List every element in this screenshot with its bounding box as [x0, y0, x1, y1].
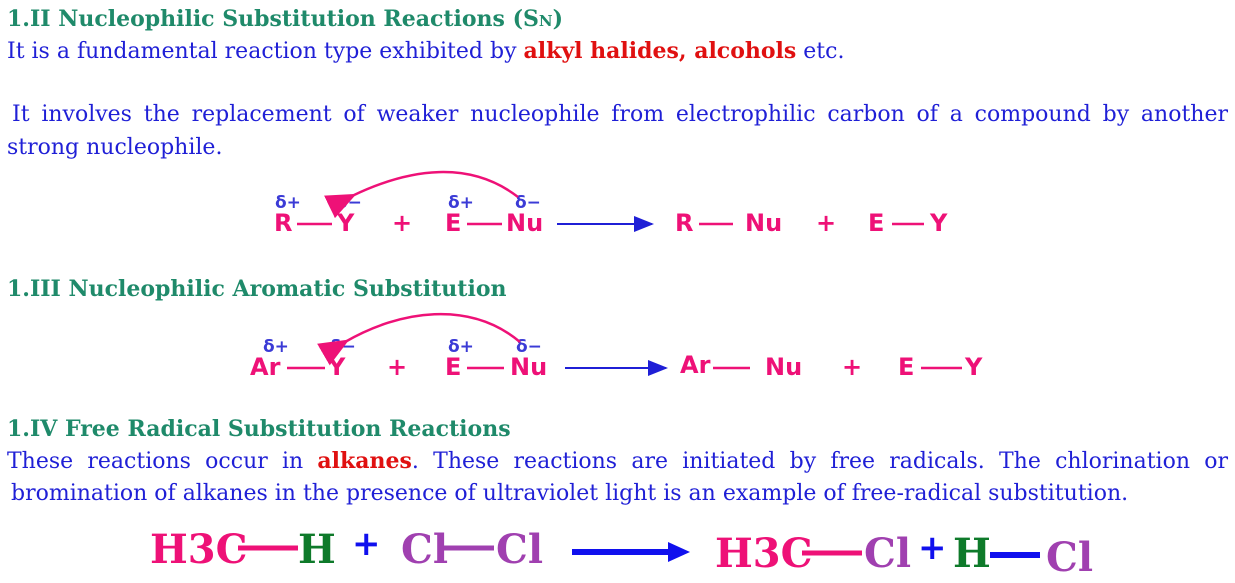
eq1-product-nu: Nu — [745, 209, 783, 237]
eq3-product-cl: Cl — [864, 530, 912, 577]
paragraph-replacement-line1: It involves the replacement of weaker nu… — [12, 102, 1228, 127]
eq3-arrow-head — [668, 542, 690, 562]
eq1-curved-arrow — [324, 170, 519, 219]
eq1-product-y: Y — [930, 209, 948, 237]
eq3-product-h3c: H3C — [715, 530, 812, 577]
eq3-plus2: + — [918, 528, 947, 568]
eq1-r: R — [274, 209, 293, 237]
eq3-h3c: H3C — [150, 526, 247, 573]
eq1-e: E — [445, 209, 462, 237]
eq3-product-h: H — [953, 530, 991, 577]
line1-text: These reactions occur in — [7, 449, 318, 474]
eq1-plus: + — [392, 209, 413, 237]
eq3-sub3: 3 — [187, 526, 216, 573]
eq3-hydrogen: H — [298, 526, 336, 573]
paragraph-alkanes-line1: These reactions occur in alkanes. These … — [7, 448, 1228, 474]
delta-plus-3: δ+ — [263, 337, 289, 357]
eq2-product-ar: Ar — [680, 351, 711, 379]
eq3-cl2: Cl — [496, 526, 544, 573]
delta-plus-2: δ+ — [448, 193, 474, 213]
section-title-free-radical: 1.IV Free Radical Substitution Reactions — [7, 416, 511, 442]
eq2-nu: Nu — [510, 353, 548, 381]
delta-minus-2: δ− — [515, 193, 541, 213]
eq2-plus2: + — [842, 353, 863, 381]
eq3-p-sub3: 3 — [752, 530, 781, 577]
eq1-product-e: E — [868, 209, 885, 237]
title-subscript: N — [538, 12, 553, 30]
delta-plus-4: δ+ — [448, 337, 474, 357]
eq3-product-cl2: Cl — [1046, 534, 1094, 581]
eq1-product-r: R — [675, 209, 694, 237]
eq3-plus: + — [352, 524, 381, 564]
paragraph-alkanes-line2: bromination of alkanes in the presence o… — [11, 481, 1129, 506]
para1-end: etc. — [796, 39, 845, 64]
eq1-plus2: + — [816, 209, 837, 237]
eq3-p-h: H — [715, 530, 753, 577]
line1-highlight: alkanes — [317, 448, 412, 474]
eq2-ar: Ar — [250, 353, 281, 381]
eq3-cl1: Cl — [401, 526, 449, 573]
para1-text: It is a fundamental reaction type exhibi… — [7, 39, 524, 64]
delta-plus-1: δ+ — [275, 193, 301, 213]
title-text: 1.II Nucleophilic Substitution Reactions… — [7, 6, 539, 32]
line1-end: . These reactions are initiated by free … — [411, 449, 1228, 474]
section-title-aromatic-substitution: 1.III Nucleophilic Aromatic Substitution — [7, 276, 507, 302]
paragraph-fundamental: It is a fundamental reaction type exhibi… — [7, 38, 844, 64]
title-end: ) — [552, 6, 564, 32]
eq3-h: H — [150, 526, 188, 573]
section-title-nucleophilic-substitution: 1.II Nucleophilic Substitution Reactions… — [7, 6, 563, 32]
eq2-e: E — [445, 353, 462, 381]
eq2-plus: + — [387, 353, 408, 381]
eq2-product-nu: Nu — [765, 353, 803, 381]
delta-minus-4: δ− — [516, 337, 542, 357]
eq2-product-e: E — [898, 353, 915, 381]
paragraph-replacement-line2: strong nucleophile. — [7, 135, 223, 160]
eq2-curved-arrow — [317, 312, 521, 366]
para1-highlight: alkyl halides, alcohols — [523, 38, 797, 64]
eq2-product-y: Y — [965, 353, 983, 381]
eq1-nu: Nu — [506, 209, 544, 237]
